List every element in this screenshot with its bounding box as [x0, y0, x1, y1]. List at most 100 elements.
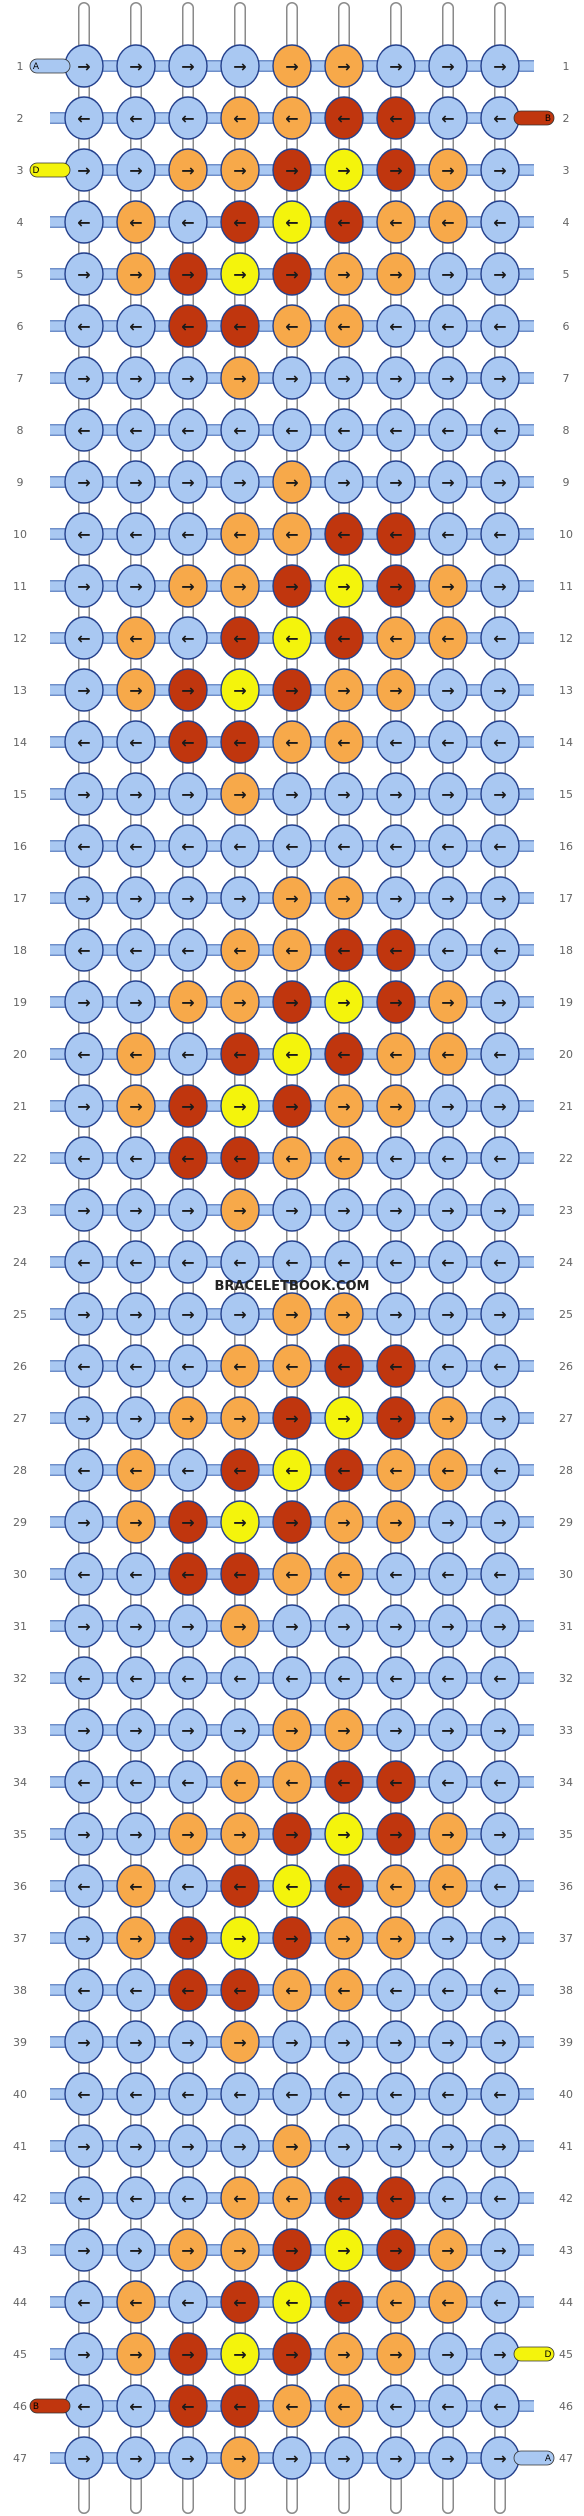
knot: → — [116, 668, 156, 712]
knot-circle — [324, 1188, 364, 1232]
knot: → — [428, 668, 468, 712]
knot: ← — [324, 1552, 364, 1596]
arrow-right-icon: → — [441, 1097, 454, 1116]
knot: → — [220, 1500, 260, 1544]
arrow-right-icon: → — [337, 1201, 350, 1220]
knot-circle — [64, 772, 104, 816]
knot-circle — [168, 96, 208, 140]
knot: → — [376, 1812, 416, 1856]
knot-circle — [272, 720, 312, 764]
knot: ← — [324, 2072, 364, 2116]
knot-circle — [116, 1188, 156, 1232]
knot: ← — [272, 928, 312, 972]
knot: → — [220, 1084, 260, 1128]
row-number-left: 29 — [13, 1516, 27, 1529]
knot: → — [64, 1500, 104, 1544]
knot-circle — [272, 876, 312, 920]
row-number-left: 7 — [17, 372, 24, 385]
knot: → — [168, 2332, 208, 2376]
knot: ← — [324, 2176, 364, 2220]
knot: → — [324, 1604, 364, 1648]
knot-circle — [220, 356, 260, 400]
knot-circle — [480, 1968, 520, 2012]
arrow-left-icon: ← — [181, 1669, 194, 1688]
arrow-right-icon: → — [233, 577, 246, 596]
knot: → — [324, 44, 364, 88]
knot-circle — [376, 720, 416, 764]
knot: → — [480, 1916, 520, 1960]
knot-circle — [376, 1812, 416, 1856]
arrow-right-icon: → — [285, 577, 298, 596]
knot: → — [480, 460, 520, 504]
arrow-left-icon: ← — [77, 629, 90, 648]
knot-circle — [116, 2384, 156, 2428]
knot-circle — [168, 1240, 208, 1284]
knot: ← — [428, 96, 468, 140]
arrow-left-icon: ← — [337, 837, 350, 856]
knot-circle — [376, 460, 416, 504]
knot-circle — [428, 356, 468, 400]
string-end-label: B — [33, 2402, 39, 2412]
knot-circle — [376, 1656, 416, 1700]
arrow-right-icon: → — [181, 2449, 194, 2468]
arrow-right-icon: → — [337, 2241, 350, 2260]
knot-circle — [428, 928, 468, 972]
row-number-right: 36 — [559, 1880, 573, 1893]
knot: → — [272, 772, 312, 816]
knot: → — [220, 460, 260, 504]
knot: → — [64, 2332, 104, 2376]
arrow-left-icon: ← — [389, 2397, 402, 2416]
knot: → — [220, 1396, 260, 1440]
knot: → — [220, 1188, 260, 1232]
knot-circle — [168, 876, 208, 920]
knot-circle — [220, 460, 260, 504]
arrow-right-icon: → — [181, 473, 194, 492]
row-number-right: 12 — [559, 632, 573, 645]
knot-circle — [376, 252, 416, 296]
arrow-right-icon: → — [181, 369, 194, 388]
knot: → — [376, 2436, 416, 2480]
arrow-right-icon: → — [233, 2449, 246, 2468]
arrow-left-icon: ← — [233, 1461, 246, 1480]
knot-circle — [428, 96, 468, 140]
knot-circle — [64, 1916, 104, 1960]
knot-circle — [428, 876, 468, 920]
knot: → — [272, 1188, 312, 1232]
arrow-left-icon: ← — [233, 213, 246, 232]
knot-circle — [116, 1760, 156, 1804]
knot: → — [220, 2020, 260, 2064]
arrow-left-icon: ← — [285, 525, 298, 544]
knot: → — [168, 1500, 208, 1544]
arrow-right-icon: → — [337, 2449, 350, 2468]
arrow-left-icon: ← — [441, 525, 454, 544]
knot: → — [64, 1812, 104, 1856]
arrow-right-icon: → — [441, 681, 454, 700]
knot-circle — [116, 96, 156, 140]
knot: ← — [220, 96, 260, 140]
knot-circle — [168, 148, 208, 192]
knot: ← — [168, 2384, 208, 2428]
knot: ← — [376, 720, 416, 764]
row-number-right: 32 — [559, 1672, 573, 1685]
arrow-left-icon: ← — [285, 733, 298, 752]
arrow-left-icon: ← — [493, 1149, 506, 1168]
knot-circle — [168, 1916, 208, 1960]
knot-circle — [64, 876, 104, 920]
knot: ← — [428, 304, 468, 348]
knot: ← — [168, 1760, 208, 1804]
arrow-left-icon: ← — [181, 2189, 194, 2208]
knot-circle — [324, 2176, 364, 2220]
knot: → — [428, 1396, 468, 1440]
arrow-right-icon: → — [493, 577, 506, 596]
knot: ← — [116, 304, 156, 348]
knot-circle — [220, 2072, 260, 2116]
knot-circle — [376, 2228, 416, 2272]
arrow-right-icon: → — [77, 1929, 90, 1948]
arrow-left-icon: ← — [233, 109, 246, 128]
knot: → — [428, 1084, 468, 1128]
string-end-tab — [513, 2450, 555, 2466]
knot: → — [168, 2020, 208, 2064]
row-number-left: 46 — [13, 2400, 27, 2413]
knot: → — [376, 2332, 416, 2376]
knot: → — [168, 1292, 208, 1336]
